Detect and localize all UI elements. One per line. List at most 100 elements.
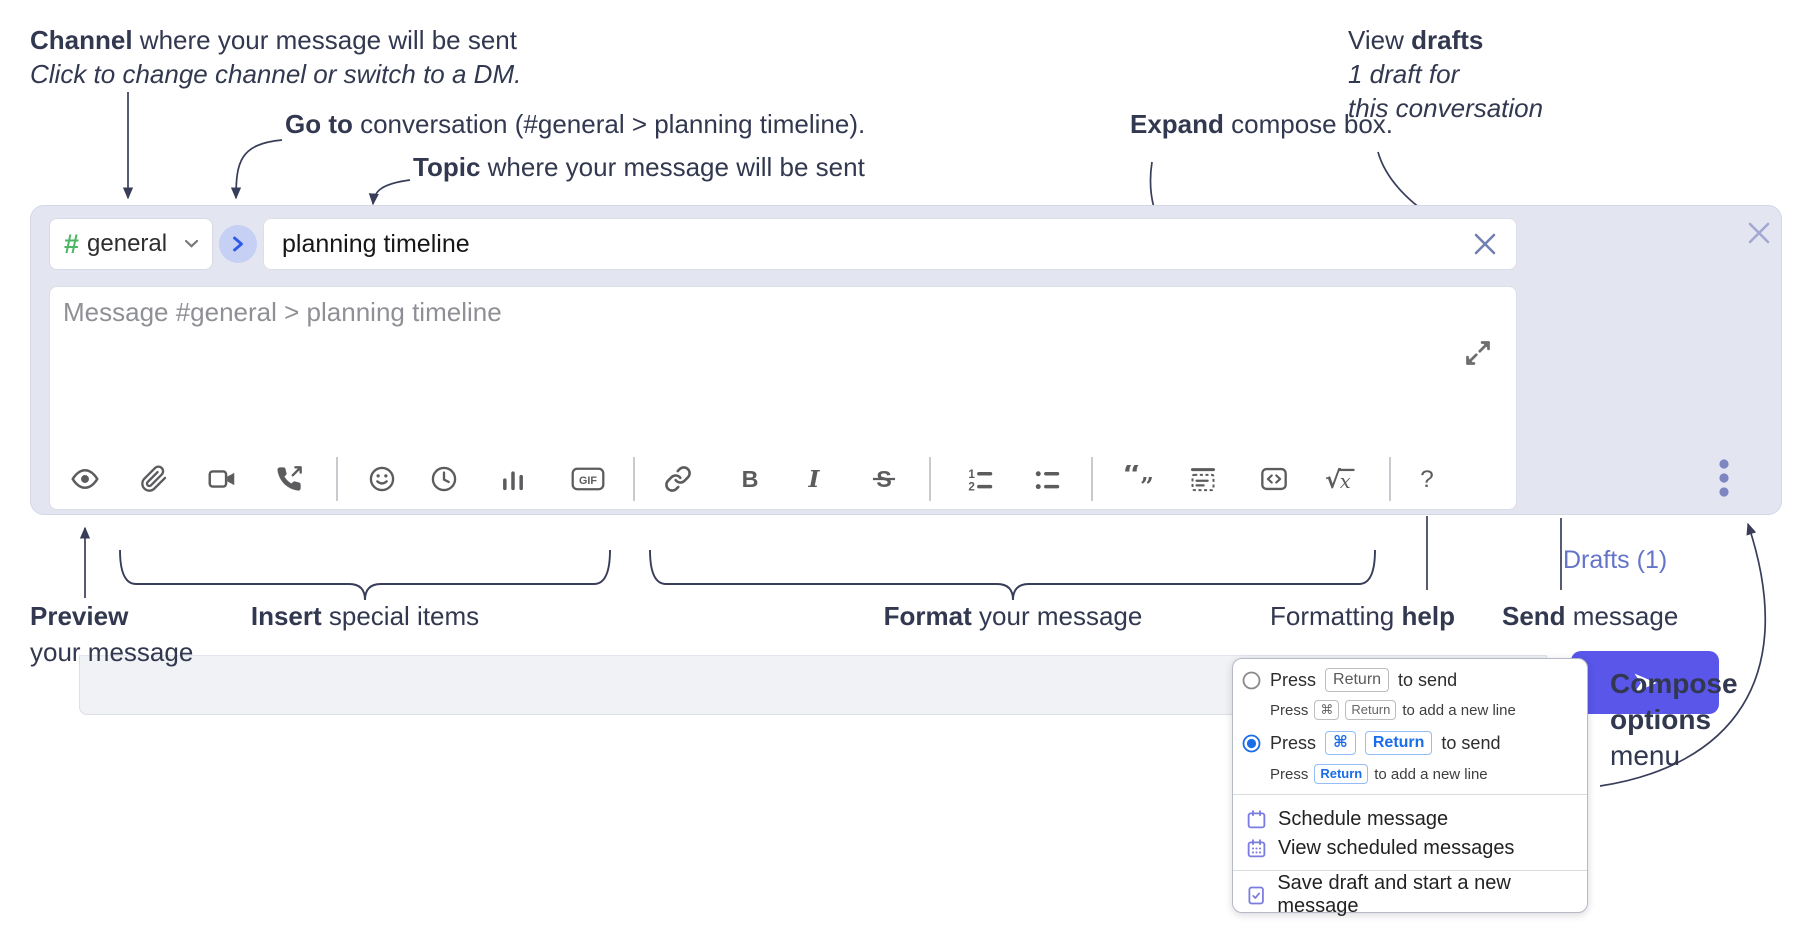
menu-item-view-scheduled[interactable]: View scheduled messages bbox=[1233, 833, 1587, 863]
help-annotation: Formatting help bbox=[1270, 600, 1455, 632]
channel-annotation-bold: Channel bbox=[30, 25, 133, 55]
compose-options-button[interactable] bbox=[1713, 454, 1735, 504]
poll-icon[interactable] bbox=[499, 465, 527, 493]
drafts-link[interactable]: Drafts (1) bbox=[1563, 546, 1668, 574]
drafts-annotation: View drafts bbox=[1348, 24, 1483, 56]
radio-selected-icon[interactable] bbox=[1242, 734, 1261, 753]
cmd-key: ⌘ bbox=[1325, 731, 1356, 755]
italic-icon[interactable]: I bbox=[800, 465, 828, 493]
ol-2: 2 bbox=[968, 481, 975, 493]
goto-annotation-bold: Go to bbox=[285, 109, 353, 139]
toolbar-divider bbox=[336, 457, 338, 501]
quote-close: ” bbox=[1140, 472, 1154, 493]
topic-arrow bbox=[368, 179, 411, 206]
code-icon[interactable] bbox=[1260, 465, 1288, 493]
toolbar-divider bbox=[929, 457, 931, 501]
menu-item-label: Schedule message bbox=[1278, 807, 1449, 830]
bold-label: B bbox=[742, 466, 759, 492]
format-brace bbox=[649, 549, 1376, 601]
topic-annotation: Topic where your message will be sent bbox=[413, 151, 865, 183]
attach-icon[interactable] bbox=[140, 465, 168, 493]
chevron-down-icon bbox=[185, 240, 198, 248]
return-key: Return bbox=[1325, 668, 1390, 692]
gif-icon[interactable]: GIF bbox=[571, 465, 605, 493]
options-annotation: Compose options menu bbox=[1610, 666, 1738, 774]
preview-icon[interactable] bbox=[71, 465, 99, 493]
send-shortcut-option-1[interactable]: Press Return to send bbox=[1233, 668, 1596, 692]
return-key: Return bbox=[1345, 700, 1397, 720]
expand-annotation: Expand compose box. bbox=[1130, 108, 1393, 140]
insert-annotation: Insert special items bbox=[251, 600, 479, 632]
channel-annotation-rest: where your message will be sent bbox=[132, 25, 517, 55]
emoji-icon[interactable] bbox=[368, 465, 396, 493]
popup-divider bbox=[1233, 870, 1587, 871]
option2-press: Press bbox=[1270, 732, 1317, 753]
help-annotation-pre: Formatting bbox=[1270, 601, 1402, 631]
insert-brace bbox=[119, 549, 611, 601]
popup-divider bbox=[1233, 794, 1587, 795]
italic-label: I bbox=[808, 465, 821, 493]
send-annotation-rest: message bbox=[1565, 601, 1679, 631]
option1-suffix: to send bbox=[1398, 669, 1458, 690]
bulleted-list-icon[interactable] bbox=[1033, 465, 1061, 493]
draft-check-icon bbox=[1248, 886, 1264, 904]
format-annotation-bold: Format bbox=[883, 601, 972, 631]
toolbar-divider bbox=[1091, 457, 1093, 501]
expand-annotation-bold: Expand bbox=[1130, 109, 1224, 139]
insert-annotation-bold: Insert bbox=[250, 601, 322, 631]
drafts-annotation-bold: drafts bbox=[1411, 25, 1484, 55]
send-icon bbox=[1634, 673, 1657, 692]
clear-topic-icon[interactable] bbox=[1472, 231, 1498, 257]
format-annotation-rest: your message bbox=[971, 601, 1143, 631]
time-icon[interactable] bbox=[430, 465, 458, 493]
return-key: Return bbox=[1364, 731, 1433, 755]
goto-arrow bbox=[230, 139, 283, 200]
expand-annotation-rest: compose box. bbox=[1223, 109, 1394, 139]
audio-call-icon[interactable] bbox=[275, 465, 303, 493]
spoiler-icon[interactable] bbox=[1189, 465, 1217, 493]
option1-sub-press: Press bbox=[1270, 701, 1309, 719]
goto-conversation-button[interactable] bbox=[219, 225, 257, 263]
goto-annotation-rest: conversation (#general > planning timeli… bbox=[352, 109, 866, 139]
options-annotation-line2: options bbox=[1610, 704, 1712, 735]
toolbar-divider bbox=[633, 457, 635, 501]
topic-input[interactable]: planning timeline bbox=[263, 218, 1517, 270]
gif-label: GIF bbox=[579, 475, 597, 487]
send-annotation-bold: Send bbox=[1502, 601, 1566, 631]
cmd-key: ⌘ bbox=[1314, 700, 1340, 720]
math-x: x bbox=[1340, 470, 1351, 493]
quote-open: “ bbox=[1123, 465, 1142, 493]
chevron-right-icon bbox=[233, 236, 243, 252]
video-call-icon[interactable] bbox=[208, 465, 236, 493]
math-sqrt: √ bbox=[1325, 466, 1341, 493]
goto-annotation: Go to conversation (#general > planning … bbox=[285, 108, 865, 140]
expand-compose-icon[interactable] bbox=[1464, 339, 1492, 367]
send-button[interactable] bbox=[1571, 651, 1719, 714]
bold-icon[interactable]: B bbox=[736, 465, 764, 493]
option1-press: Press bbox=[1270, 669, 1317, 690]
option1-sub-suffix: to add a new line bbox=[1402, 701, 1516, 719]
link-icon[interactable] bbox=[664, 465, 692, 493]
message-textarea[interactable] bbox=[49, 286, 1517, 510]
quote-icon[interactable]: “ ” bbox=[1122, 465, 1156, 493]
format-annotation: Format your message bbox=[884, 600, 1143, 632]
return-key: Return bbox=[1314, 764, 1369, 784]
help-annotation-bold: help bbox=[1401, 601, 1455, 631]
preview-annotation: Preview bbox=[30, 600, 128, 632]
strikethrough-icon[interactable]: S bbox=[870, 465, 898, 493]
help-icon[interactable]: ? bbox=[1413, 465, 1441, 493]
menu-item-save-draft[interactable]: Save draft and start a new message bbox=[1233, 872, 1587, 917]
radio-unselected-icon[interactable] bbox=[1242, 671, 1261, 690]
send-shortcut-option-1-sub: Press ⌘Return to add a new line bbox=[1270, 700, 1516, 720]
math-icon[interactable]: √ x bbox=[1325, 465, 1359, 493]
menu-item-label: View scheduled messages bbox=[1278, 836, 1515, 859]
menu-item-schedule-message[interactable]: Schedule message bbox=[1233, 804, 1587, 834]
close-compose-icon[interactable] bbox=[1745, 219, 1773, 247]
channel-selector[interactable]: # general bbox=[49, 218, 213, 270]
calendar-icon bbox=[1247, 809, 1266, 828]
drafts-annotation-line3: this conversation bbox=[1348, 93, 1544, 123]
numbered-list-icon[interactable]: 1 2 bbox=[966, 465, 994, 493]
